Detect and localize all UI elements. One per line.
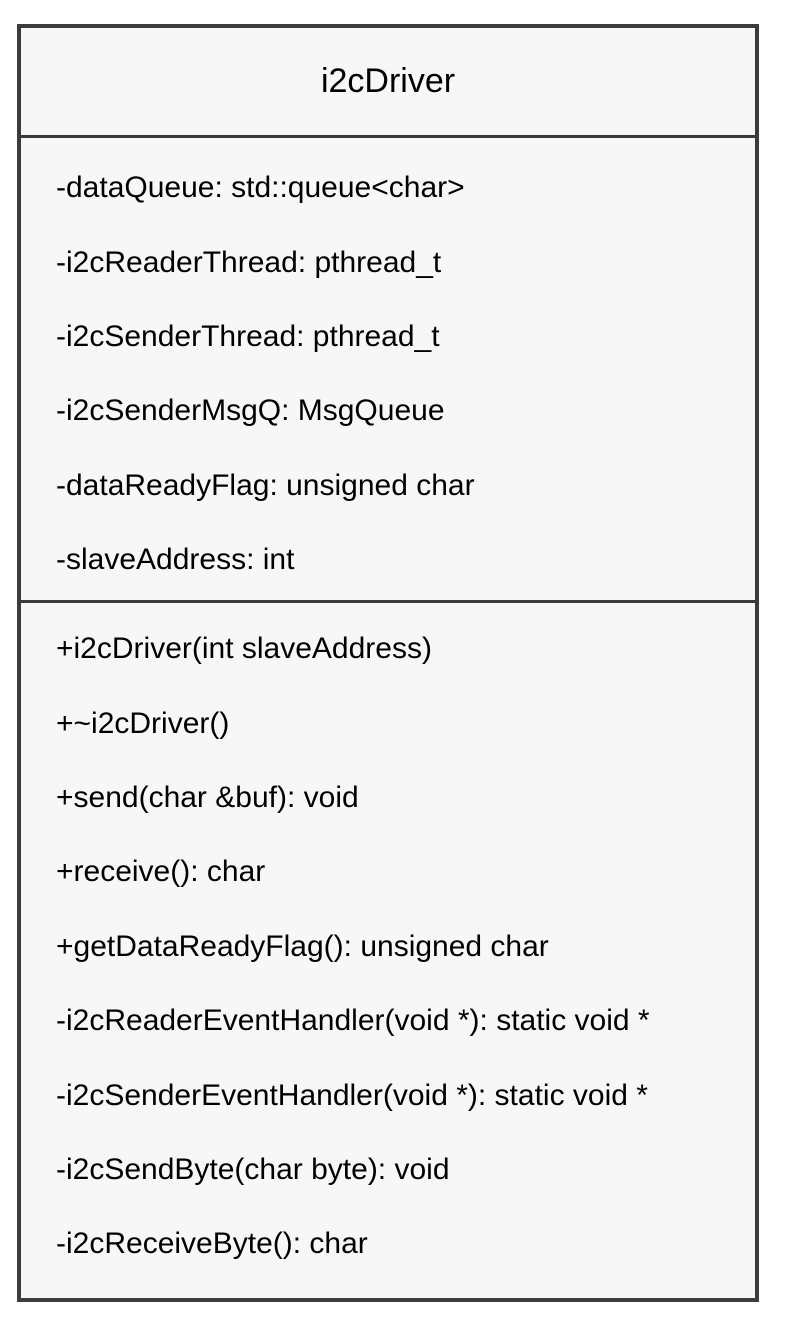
method-item: -i2cSenderEventHandler(void *): static v… [56, 1078, 648, 1112]
method-item: -i2cSendByte(char byte): void [56, 1152, 450, 1186]
method-item: +getDataReadyFlag(): unsigned char [56, 929, 549, 963]
methods-compartment: +i2cDriver(int slaveAddress) +~i2cDriver… [21, 603, 755, 1282]
class-name: i2cDriver [320, 62, 456, 100]
attribute-item: -slaveAddress: int [56, 543, 295, 577]
attribute-item: -dataReadyFlag: unsigned char [56, 468, 475, 502]
method-item: +receive(): char [56, 855, 266, 889]
method-item: +send(char &buf): void [56, 780, 359, 814]
attribute-item: -i2cSenderThread: pthread_t [56, 319, 440, 353]
attribute-item: -i2cSenderMsgQ: MsgQueue [56, 394, 445, 428]
attribute-item: -i2cReaderThread: pthread_t [56, 245, 442, 279]
method-item: -i2cReaderEventHandler(void *): static v… [56, 1004, 650, 1038]
method-item: -i2cReceiveByte(): char [56, 1227, 368, 1261]
method-item: +i2cDriver(int slaveAddress) [56, 632, 432, 666]
attribute-item: -dataQueue: std::queue<char> [56, 171, 465, 205]
uml-class-box: i2cDriver -dataQueue: std::queue<char> -… [17, 24, 759, 1302]
class-header: i2cDriver [21, 28, 755, 138]
method-item: +~i2cDriver() [56, 706, 230, 740]
attributes-compartment: -dataQueue: std::queue<char> -i2cReaderT… [21, 138, 755, 603]
